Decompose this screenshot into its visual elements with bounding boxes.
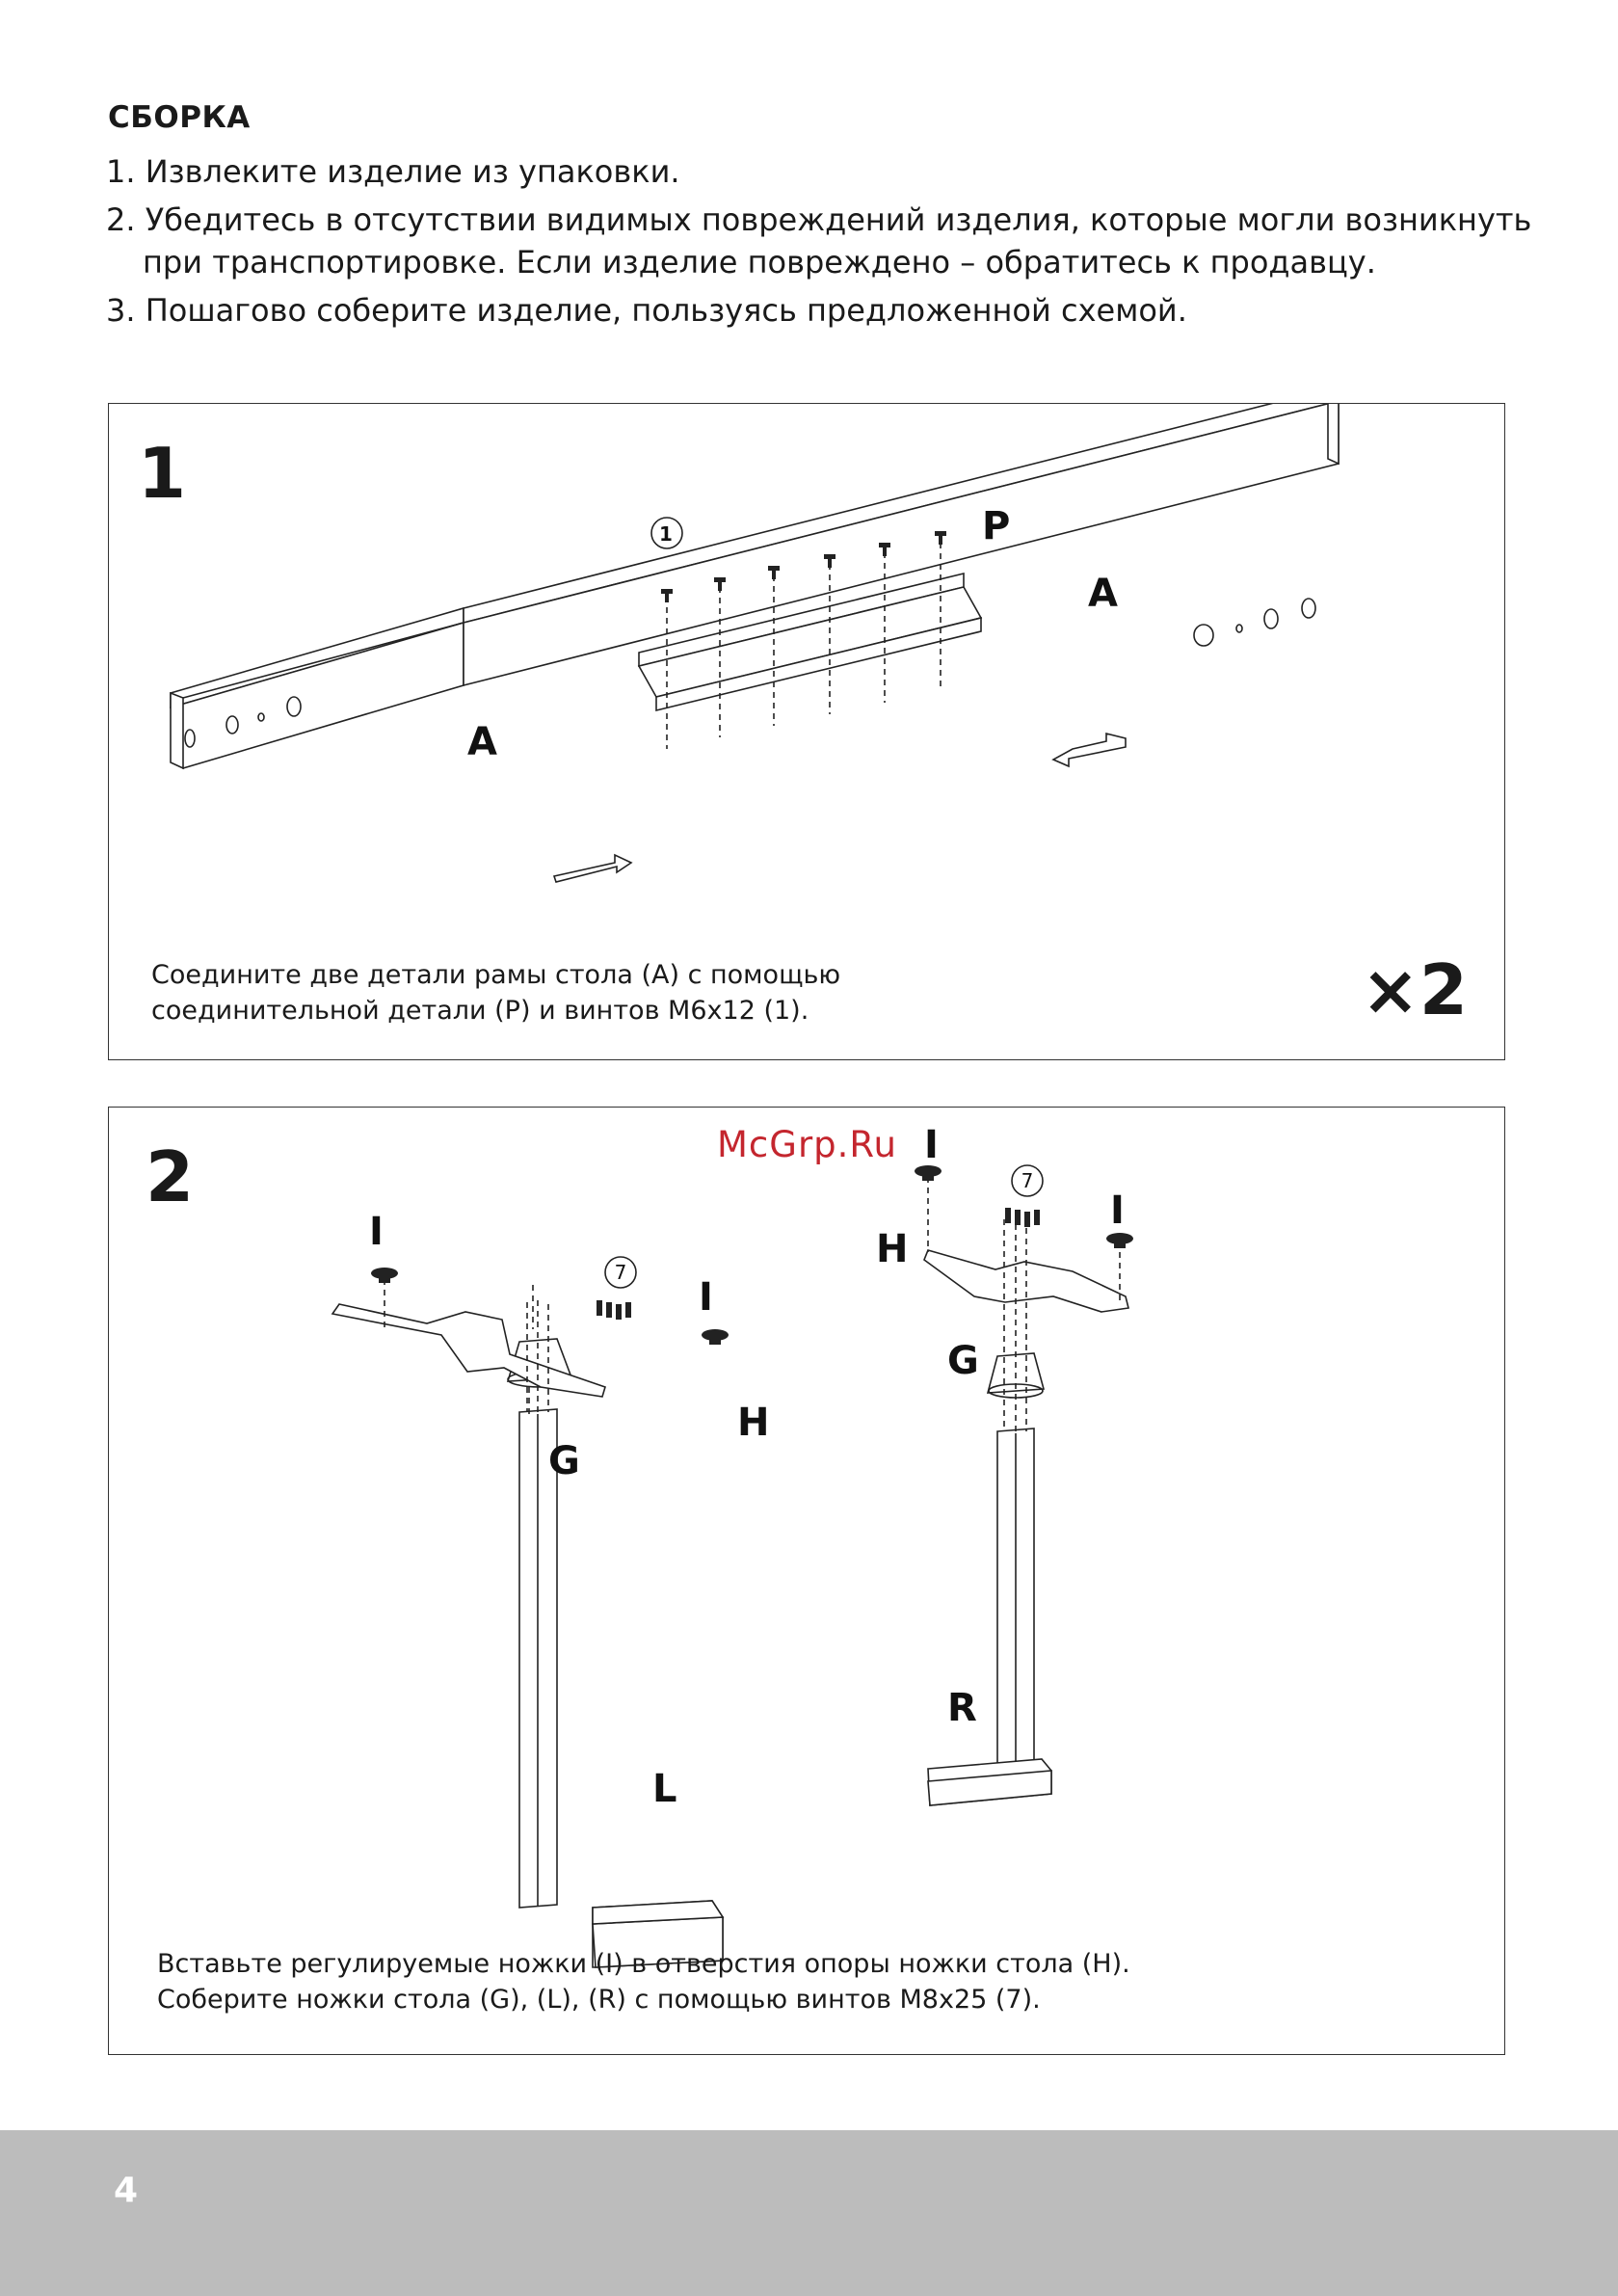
quantity-multiplier: ×2 xyxy=(1361,949,1468,1030)
label-l: L xyxy=(652,1767,677,1811)
instruction-step: 1. Извлеките изделие из упаковки. xyxy=(106,150,1531,193)
step-text-continuation: при транспортировке. Если изделие повреж… xyxy=(143,244,1376,280)
leg-assembly-diagram: 7 7 I I I I H H G G L R xyxy=(331,1123,1133,1968)
step-panel-2: 7 7 I I I I H H G G L R 2 Вставьте регул… xyxy=(108,1107,1505,2055)
step-number: 1 xyxy=(138,433,187,514)
section-title: СБОРКА xyxy=(108,100,251,135)
label-i: I xyxy=(369,1210,384,1254)
label-r: R xyxy=(947,1686,977,1730)
label-h: H xyxy=(737,1401,769,1445)
step-caption: Вставьте регулируемые ножки (I) в отверс… xyxy=(157,1946,1130,2017)
label-g: G xyxy=(548,1439,580,1483)
instruction-step: 3. Пошагово соберите изделие, пользуясь … xyxy=(106,289,1531,332)
step-number: 2 xyxy=(146,1136,195,1217)
label-p: P xyxy=(982,504,1010,548)
label-g: G xyxy=(947,1339,979,1383)
step-text: Убедитесь в отсутствии видимых поврежден… xyxy=(145,201,1532,238)
screw-callout-1: 1 xyxy=(659,522,673,546)
step-num: 1. xyxy=(106,153,136,190)
step-text: Извлеките изделие из упаковки. xyxy=(145,153,680,190)
label-h: H xyxy=(876,1227,908,1271)
step-num: 3. xyxy=(106,292,136,329)
caption-line: Соедините две детали рамы стола (A) с по… xyxy=(151,960,841,990)
page-number: 4 xyxy=(114,2171,139,2210)
instruction-list: 1. Извлеките изделие из упаковки. 2. Убе… xyxy=(106,150,1531,337)
label-i: I xyxy=(924,1123,939,1167)
label-i: I xyxy=(1110,1188,1125,1233)
label-a-left: A xyxy=(467,720,497,764)
label-a-right: A xyxy=(1088,572,1118,616)
caption-line: соединительной детали (P) и винтов М6х12… xyxy=(151,996,809,1026)
step-num: 2. xyxy=(106,201,136,238)
frame-assembly-diagram: 1 P A A xyxy=(170,404,1339,883)
label-i: I xyxy=(699,1275,713,1320)
instruction-step: 2. Убедитесь в отсутствии видимых повреж… xyxy=(106,199,1531,283)
watermark: McGrp.Ru xyxy=(717,1124,897,1165)
screw-callout-7: 7 xyxy=(1021,1169,1034,1192)
caption-line: Вставьте регулируемые ножки (I) в отверс… xyxy=(157,1949,1130,1979)
step-caption: Соедините две детали рамы стола (A) с по… xyxy=(151,957,840,1028)
caption-line: Соберите ножки стола (G), (L), (R) с пом… xyxy=(157,1985,1041,2015)
step-panel-1: 1 P A A 1 Соедините две детали рамы стол… xyxy=(108,403,1505,1060)
page-footer xyxy=(0,2130,1618,2296)
step-text: Пошагово соберите изделие, пользуясь пре… xyxy=(145,292,1187,329)
screw-callout-7: 7 xyxy=(615,1261,627,1284)
